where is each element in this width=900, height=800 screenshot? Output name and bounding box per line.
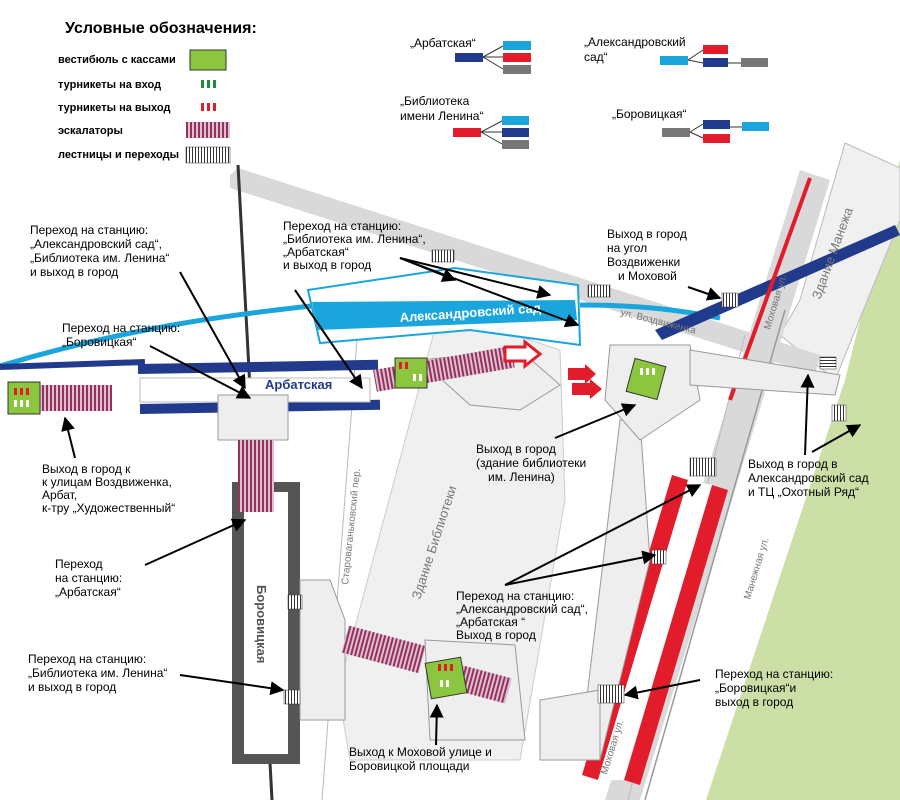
escalator-west xyxy=(40,385,112,411)
station-label-arbatskaya: Арбатская xyxy=(265,377,332,392)
line-legend-borovitskaya-label: „Боровицкая“ xyxy=(612,107,687,121)
svg-text:Переход на станцию:„Библиотека: Переход на станцию:„Библиотека им. Ленин… xyxy=(283,219,426,272)
exit-arrow-2 xyxy=(568,364,596,384)
escalator-library-south xyxy=(341,625,426,674)
arbatskaya-platform-top xyxy=(137,359,379,374)
legend-item-stairs: лестницы и переходы xyxy=(58,149,179,161)
annotation-a4: Переход на станцию:„Боровицкая“ xyxy=(62,321,180,349)
arbatskaya-track-w xyxy=(0,358,146,370)
vestibule-west xyxy=(7,381,41,415)
line-legend-arbatskaya-label: „Арбатская“ xyxy=(410,36,476,50)
station-label-borovitskaya: Боровицкая xyxy=(254,585,269,663)
road-edge-manezhnaya xyxy=(644,309,786,800)
escalator-borovitskaya xyxy=(238,440,274,512)
annotation-a2: Переход на станцию:„Библиотека им. Ленин… xyxy=(283,219,426,272)
stairs-7 xyxy=(597,684,625,704)
biblioteka-platform-right xyxy=(624,485,728,785)
legend-swatch-vestibule xyxy=(189,49,227,71)
svg-text:Выход в город кк улицам Воздви: Выход в город кк улицам Воздвиженка,Арба… xyxy=(42,462,175,515)
aleksandrovsky-line-curve xyxy=(0,300,341,369)
vestibule-library xyxy=(625,357,667,401)
stairs-9 xyxy=(287,594,303,610)
legend-swatch-exit xyxy=(201,103,216,111)
stairs-8 xyxy=(651,549,667,565)
turnstiles-library xyxy=(640,368,655,375)
stairs-5 xyxy=(831,404,847,422)
park-area xyxy=(706,160,900,800)
turnstiles-central xyxy=(399,362,422,381)
legend-swatch-entry xyxy=(201,80,216,88)
street-starovagankovsky: Староваганьковский пер. xyxy=(340,468,363,585)
svg-text:Переход на станцию:„Александро: Переход на станцию:„Александровский сад“… xyxy=(30,223,169,279)
escalator-library-south-2 xyxy=(456,665,512,704)
annotation-a1: Переход на станцию:„Александровский сад“… xyxy=(30,223,169,279)
legend-item-exit: турникеты на выход xyxy=(58,102,170,114)
svg-text:Переход на станцию:„Библиотека: Переход на станцию:„Библиотека им. Ленин… xyxy=(28,652,167,694)
stairs-4 xyxy=(819,356,837,370)
exit-arrow-3 xyxy=(572,379,602,399)
borovitskaya-platform-hall xyxy=(244,492,288,754)
stairs-2 xyxy=(587,284,611,298)
legend-item-entry: турникеты на вход xyxy=(58,79,161,91)
turnstiles-south xyxy=(438,664,453,687)
stairs-1 xyxy=(431,249,455,263)
annotation-a10: Переход на станцию:„Библиотека им. Ленин… xyxy=(28,652,167,694)
line-legend-borovitskaya: „Боровицкая“ xyxy=(612,107,769,143)
legend-swatch-escalator xyxy=(186,122,230,138)
vestibule-south xyxy=(424,656,468,700)
stairs-10 xyxy=(283,689,301,705)
aleksandrovsky-platform-band xyxy=(312,300,577,330)
stairs-3 xyxy=(721,292,739,308)
legend-item-vestibule: вестибюль с кассами xyxy=(58,54,176,66)
exit-arrow-1 xyxy=(503,338,543,370)
annotation-a9: Переход на станцию:„Александровский сад“… xyxy=(456,589,588,642)
svg-text:Переход на станцию:„Александро: Переход на станцию:„Александровский сад“… xyxy=(456,589,588,642)
passage-south-west xyxy=(539,689,601,761)
stairs-6 xyxy=(689,457,717,477)
legend-swatch-stairs xyxy=(185,146,231,164)
arbatskaya-track-e xyxy=(655,225,900,340)
passage-borovitskaya xyxy=(299,579,346,721)
annotation-arrows xyxy=(61,257,862,746)
street-manezhnaya: Манежная ул. xyxy=(742,536,771,601)
biblioteka-platform-hall xyxy=(598,480,712,780)
legend-item-escalator: эскалаторы xyxy=(58,125,123,137)
svg-text:Переход на станцию:„Боровицкая: Переход на станцию:„Боровицкая“ xyxy=(62,321,180,349)
legend-title: Условные обозначения: xyxy=(65,20,257,37)
turnstiles-west xyxy=(14,388,29,407)
line-legend-arbatskaya: „Арбатская“ xyxy=(410,36,531,74)
passage-transfer-arbat-borov xyxy=(217,394,289,441)
